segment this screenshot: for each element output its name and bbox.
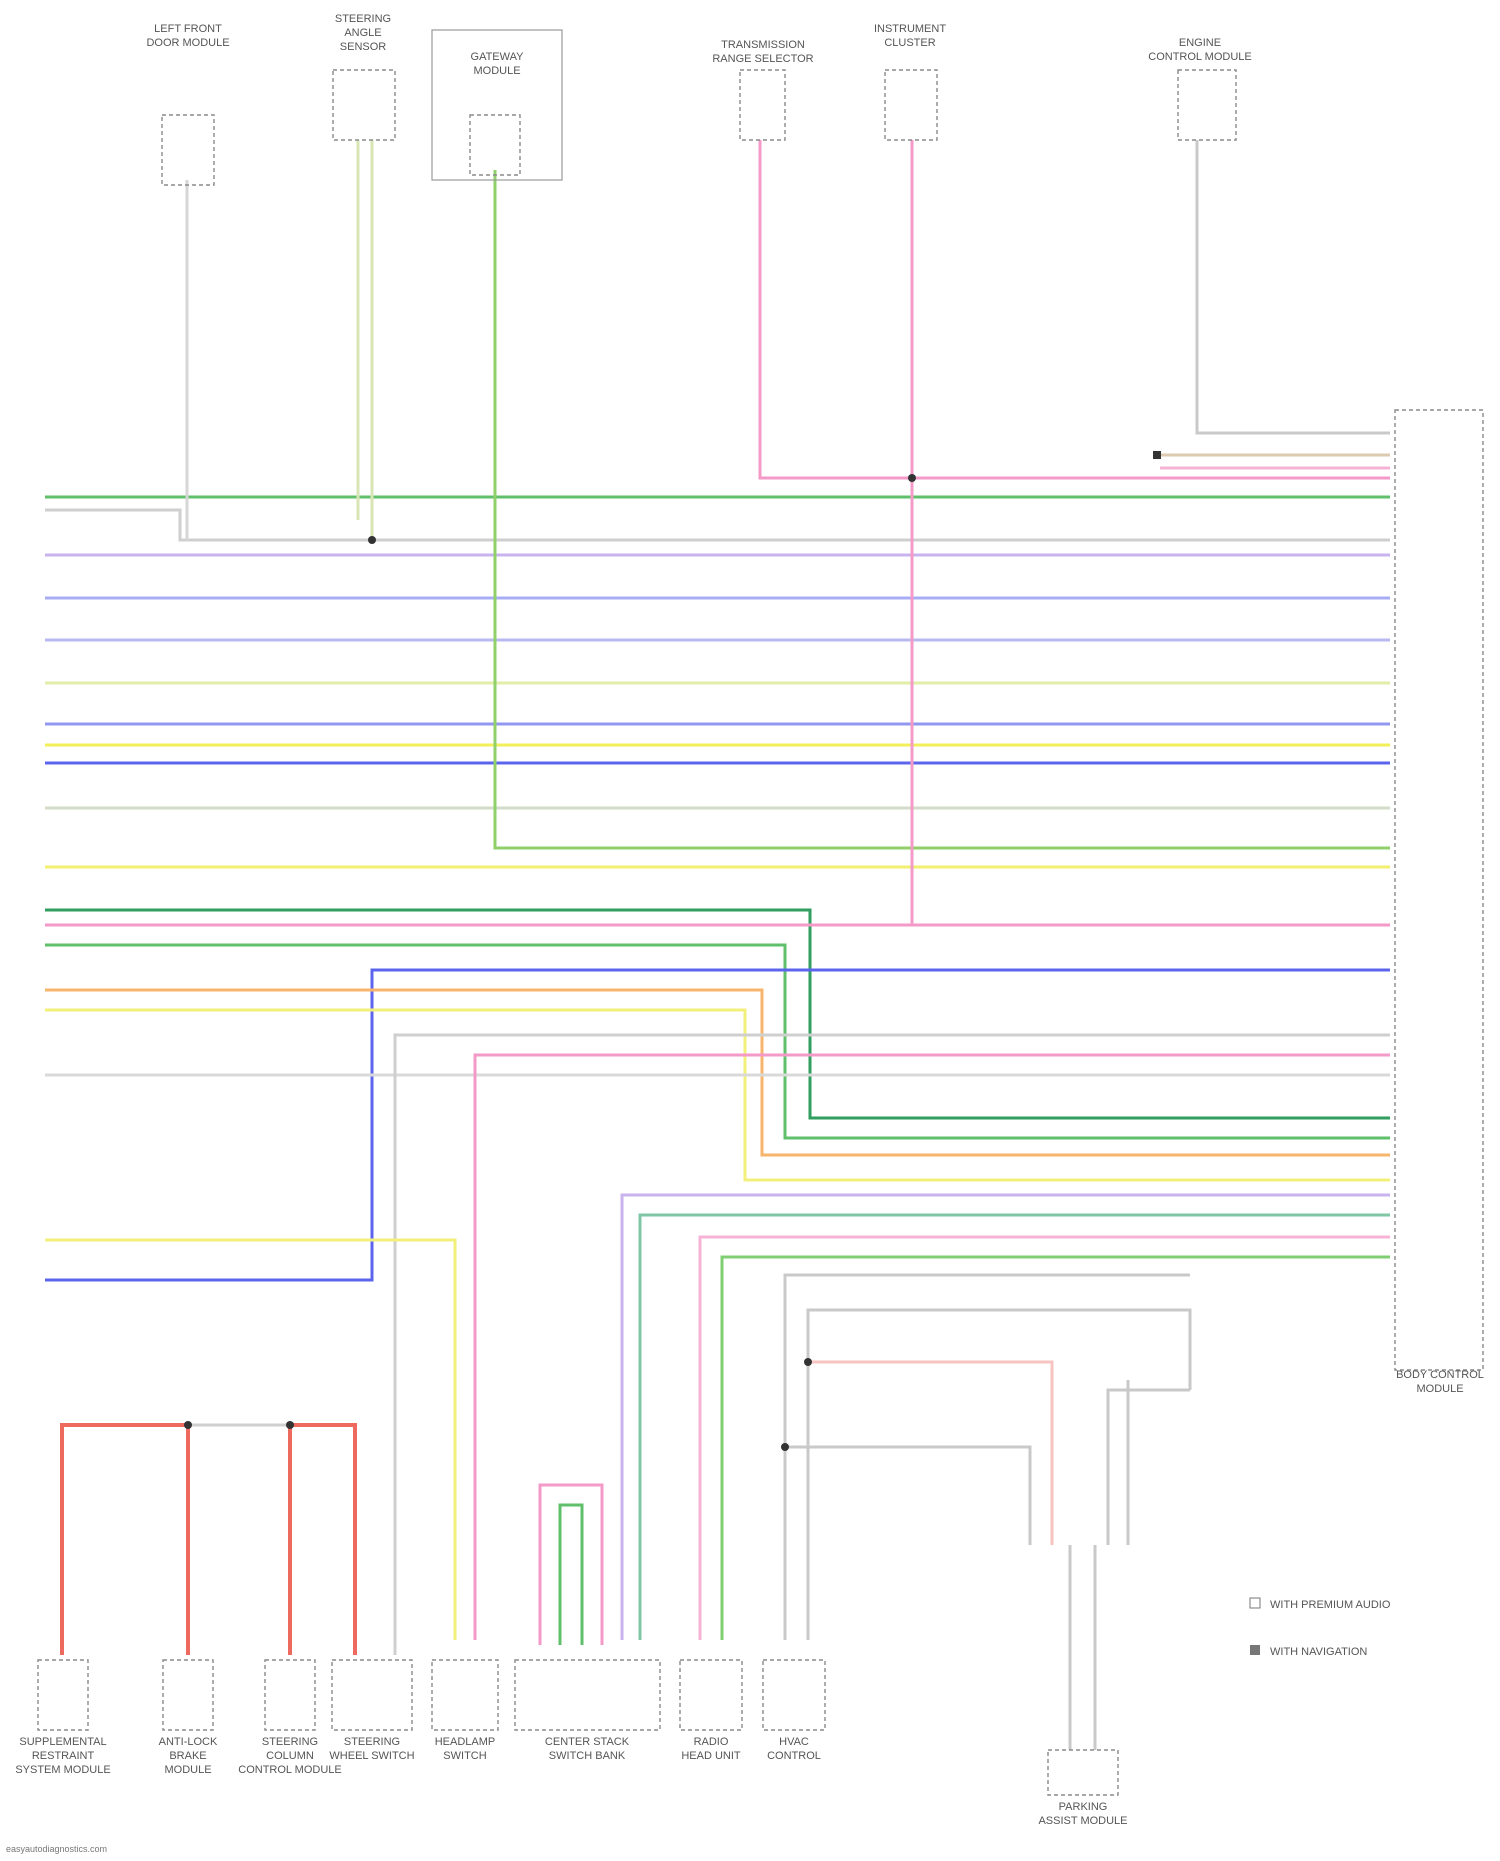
wire-pink-park [808, 1362, 1052, 1545]
component-label: RESTRAINT [32, 1750, 95, 1762]
component-label: LEFT FRONT [154, 23, 222, 35]
splice-dot [1153, 451, 1161, 459]
wire-gray-park-3 [785, 1447, 1030, 1545]
component-label: SENSOR [340, 41, 387, 53]
legend-filled-square [1250, 1645, 1260, 1655]
wire-violet-cs [622, 1195, 1390, 1640]
wire-gray-park-2 [808, 1310, 1190, 1640]
component-label: ASSIST MODULE [1038, 1815, 1127, 1827]
component-label: INSTRUMENT [874, 23, 946, 35]
wire-orange [45, 990, 1390, 1155]
left-front-door-module: LEFT FRONT DOOR MODULE [146, 23, 229, 185]
component-label: GATEWAY [471, 51, 525, 63]
component-label: HEAD UNIT [681, 1750, 741, 1762]
bottom-components: SUPPLEMENTAL RESTRAINT SYSTEM MODULE ANT… [15, 1660, 1127, 1827]
wire-blue-net [45, 970, 1390, 1280]
wire-teal-cs [640, 1215, 1390, 1640]
legend: WITH PREMIUM AUDIO WITH NAVIGATION [1250, 1598, 1391, 1658]
wire-bus-gray-2 [45, 510, 1390, 540]
component-label: ANTI-LOCK [159, 1736, 218, 1748]
component-label: ANGLE [344, 27, 381, 39]
wire-gray-4 [395, 1035, 1390, 1655]
component-label: SWITCH [443, 1750, 486, 1762]
component-label: BODY CONTROL [1396, 1369, 1484, 1381]
component-label: SWITCH BANK [549, 1750, 626, 1762]
component-label: STEERING [262, 1736, 318, 1748]
component-label: CONTROL [767, 1750, 821, 1762]
footer-credit: easyautodiagnostics.com [6, 1844, 107, 1854]
component-label: CLUSTER [884, 37, 935, 49]
component-label: COLUMN [266, 1750, 314, 1762]
component-label: SUPPLEMENTAL [19, 1736, 106, 1748]
component-label: CENTER STACK [545, 1736, 630, 1748]
srs-module: SUPPLEMENTAL RESTRAINT SYSTEM MODULE [15, 1660, 110, 1776]
component-label: WHEEL SWITCH [329, 1750, 414, 1762]
component-label: DOOR MODULE [146, 37, 229, 49]
top-components: LEFT FRONT DOOR MODULE STEERING ANGLE SE… [146, 13, 1251, 185]
component-label: RADIO [694, 1736, 729, 1748]
component-label: STEERING [335, 13, 391, 25]
component-label: ENGINE [1179, 37, 1221, 49]
abs-module: ANTI-LOCK BRAKE MODULE [159, 1660, 218, 1776]
gateway-module: GATEWAY MODULE [432, 30, 562, 180]
component-label: PARKING [1059, 1801, 1108, 1813]
legend-open-square [1250, 1598, 1260, 1608]
component-label: RANGE SELECTOR [712, 53, 813, 65]
wire-green-loop [560, 1505, 582, 1645]
transmission-range-selector: TRANSMISSION RANGE SELECTOR [712, 39, 813, 140]
wire-gray-park-4 [1108, 1390, 1190, 1545]
component-label: HEADLAMP [435, 1736, 496, 1748]
wire-pink-radio [475, 1055, 1390, 1640]
wire-red-1 [62, 1425, 188, 1655]
wire-group [45, 140, 1390, 1750]
wire-gray-ecm [1197, 140, 1390, 433]
wire-can-green [45, 910, 1390, 1118]
wire-pink-trans [760, 140, 1390, 478]
wire-can-green-2 [45, 945, 1390, 1138]
steering-angle-sensor: STEERING ANGLE SENSOR [333, 13, 395, 140]
hvac-control: HVAC CONTROL [763, 1660, 825, 1762]
legend-text: WITH PREMIUM AUDIO [1270, 1599, 1391, 1611]
splice-dot [781, 1443, 789, 1451]
instrument-cluster: INSTRUMENT CLUSTER [874, 23, 946, 140]
component-label: MODULE [164, 1764, 211, 1776]
component-label: MODULE [473, 65, 520, 77]
radio-head-unit: RADIO HEAD UNIT [680, 1660, 742, 1762]
component-label: HVAC [779, 1736, 809, 1748]
wire-pink-loop [540, 1485, 602, 1645]
splice-dot [286, 1421, 294, 1429]
parking-assist-module: PARKING ASSIST MODULE [1038, 1750, 1127, 1827]
component-label: BRAKE [169, 1750, 206, 1762]
splice-dot [804, 1358, 812, 1366]
component-label: CONTROL MODULE [1148, 51, 1252, 63]
body-control-module: BODY CONTROL MODULE [1395, 410, 1484, 1395]
center-stack-switch-bank: CENTER STACK SWITCH BANK [515, 1660, 660, 1762]
steering-column-control-module: STEERING COLUMN CONTROL MODULE [238, 1660, 342, 1776]
splice-points [184, 451, 1161, 1451]
steering-wheel-switch: STEERING WHEEL SWITCH [329, 1660, 414, 1762]
splice-dot [368, 536, 376, 544]
component-label: TRANSMISSION [721, 39, 805, 51]
splice-dot [184, 1421, 192, 1429]
wire-red-2 [290, 1425, 355, 1655]
component-label: MODULE [1416, 1383, 1463, 1395]
legend-text: WITH NAVIGATION [1270, 1646, 1367, 1658]
wire-pink-hvac [700, 1237, 1390, 1640]
component-label: STEERING [344, 1736, 400, 1748]
component-label: CONTROL MODULE [238, 1764, 342, 1776]
splice-dot [908, 474, 916, 482]
headlamp-switch: HEADLAMP SWITCH [432, 1660, 498, 1762]
component-label: SYSTEM MODULE [15, 1764, 110, 1776]
engine-control-module: ENGINE CONTROL MODULE [1148, 37, 1252, 140]
